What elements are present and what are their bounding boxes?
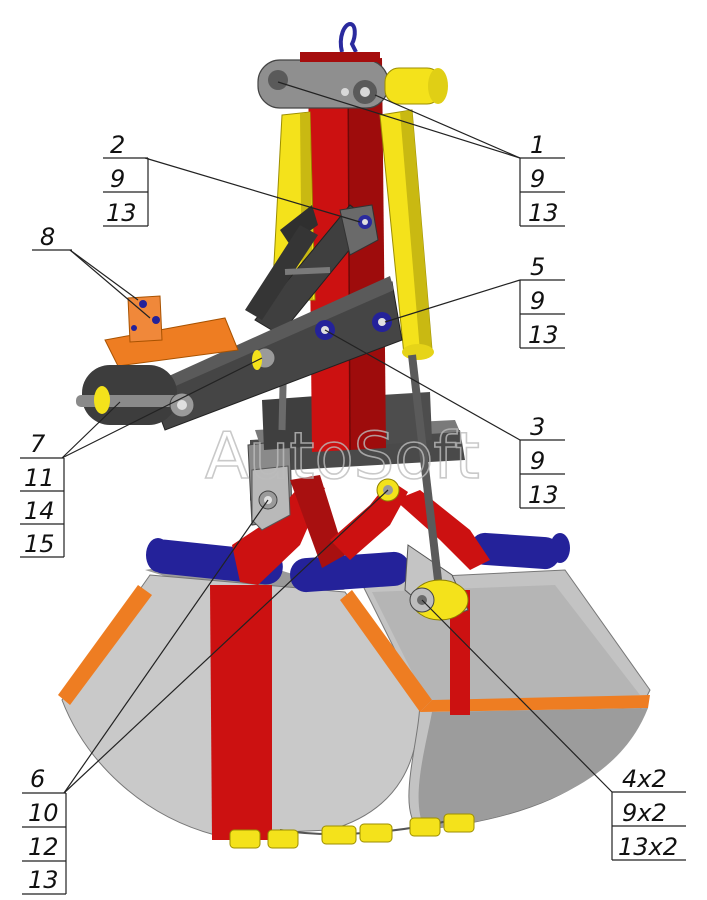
leader-1a <box>277 81 521 159</box>
bolt-7-hole <box>177 400 187 410</box>
callout-8: 8 <box>32 223 72 251</box>
callout-5-line-3: 13 <box>528 321 559 349</box>
callout-4-line-2: 9x2 <box>622 799 667 827</box>
leader-7b <box>61 357 263 459</box>
upper-arm-pin-hole <box>362 219 368 225</box>
leader-lines <box>61 81 613 794</box>
callout-6-line-4: 13 <box>28 866 59 894</box>
callout-5-line-1: 5 <box>530 253 545 281</box>
bracket-hole-3 <box>131 325 137 331</box>
bucket-right-orange-edge-top <box>340 590 432 712</box>
callout-1-line-1: 1 <box>530 131 545 159</box>
orange-bracket <box>104 317 239 367</box>
callout-3-line-3: 13 <box>528 481 559 509</box>
cylinder-right-shade <box>400 110 432 352</box>
callout-4: 4x2 9x2 13x2 <box>611 765 686 861</box>
callout-3-line-2: 9 <box>530 447 545 475</box>
bucket-assembly <box>58 555 651 849</box>
callout-6-line-2: 10 <box>28 799 59 827</box>
callout-7-line-4: 15 <box>24 530 55 558</box>
callout-6-line-3: 12 <box>28 833 59 861</box>
bucket-red-strap-right <box>450 590 470 715</box>
top-yellow-bushing-end <box>428 68 448 104</box>
bracket-hole-1 <box>139 300 147 308</box>
callout-6: 6 10 12 13 <box>22 765 67 895</box>
leader-8b <box>69 249 151 319</box>
callout-8-line-1: 8 <box>40 223 55 251</box>
upper-arm-crossbar <box>284 267 331 275</box>
leader-5 <box>384 279 521 323</box>
callout-5: 5 9 13 <box>519 253 565 349</box>
tooth-2 <box>267 829 299 849</box>
pivot-tube-cap-1 <box>146 538 170 572</box>
bucket-red-strap-left <box>210 585 272 840</box>
cylinder-rod <box>408 354 442 581</box>
cylinder-right-bottom-cap <box>402 344 434 360</box>
top-head <box>257 21 448 109</box>
callout-1: 1 9 13 <box>519 131 565 227</box>
top-pin-right-hole <box>360 87 370 97</box>
leader-6a <box>63 499 269 794</box>
tooth-5 <box>409 817 441 837</box>
callout-2-line-2: 9 <box>110 165 125 193</box>
top-pin-center <box>341 88 349 96</box>
top-pin-left <box>268 70 288 90</box>
pivot-tube-cap-2 <box>550 533 570 563</box>
callout-2-line-3: 13 <box>106 199 137 227</box>
lower-beam-top <box>160 276 394 392</box>
callout-7-line-1: 7 <box>30 430 46 458</box>
tooth-4 <box>359 823 393 843</box>
callout-7: 7 11 14 15 <box>20 430 65 558</box>
bracket-hole-2 <box>152 316 160 324</box>
callout-5-line-2: 9 <box>530 287 545 315</box>
tooth-3 <box>321 825 357 845</box>
callout-1-line-2: 9 <box>530 165 545 193</box>
leader-2 <box>144 157 361 223</box>
upper-arm-diag <box>245 225 318 320</box>
jaw-link-left-b <box>290 475 345 568</box>
bucket-left-orange-edge <box>58 585 152 705</box>
pivot-tube-right <box>470 532 560 570</box>
callout-3: 3 9 13 <box>519 413 565 509</box>
callout-7-line-3: 14 <box>24 497 55 525</box>
left-yellow-washer <box>94 386 110 414</box>
bucket-teeth <box>229 813 475 849</box>
hook-base <box>300 52 380 62</box>
leader-1b <box>374 94 521 159</box>
leader-4 <box>421 599 613 793</box>
column-edge <box>347 59 351 451</box>
callout-3-line-1: 3 <box>530 413 545 441</box>
jaw-link-right <box>395 490 490 570</box>
lifting-hook <box>338 21 358 53</box>
leader-7a <box>61 401 121 459</box>
callout-2-line-1: 2 <box>110 131 125 159</box>
bucket-right-lower-face <box>418 708 648 830</box>
leader-3 <box>324 329 521 441</box>
upper-arm <box>245 204 379 336</box>
callout-7-line-2: 11 <box>24 464 55 492</box>
watermark-text: AutoSoft <box>205 420 480 494</box>
upper-arm-bar-back <box>280 205 318 245</box>
pin-5-hole <box>378 318 386 326</box>
leader-8a <box>69 249 139 301</box>
bucket-right-orange-edge-bottom <box>420 695 650 712</box>
callout-4-line-1: 4x2 <box>622 765 667 793</box>
callout-2: 2 9 13 <box>103 131 149 227</box>
lower-head-body <box>250 430 465 510</box>
callout-4-line-3: 13x2 <box>618 833 678 861</box>
callout-1-line-3: 13 <box>528 199 559 227</box>
tooth-1 <box>229 829 261 849</box>
callout-6-line-1: 6 <box>30 765 45 793</box>
orange-bracket-ear <box>127 295 163 343</box>
leader-6b <box>63 489 389 794</box>
tooth-6 <box>443 813 475 833</box>
